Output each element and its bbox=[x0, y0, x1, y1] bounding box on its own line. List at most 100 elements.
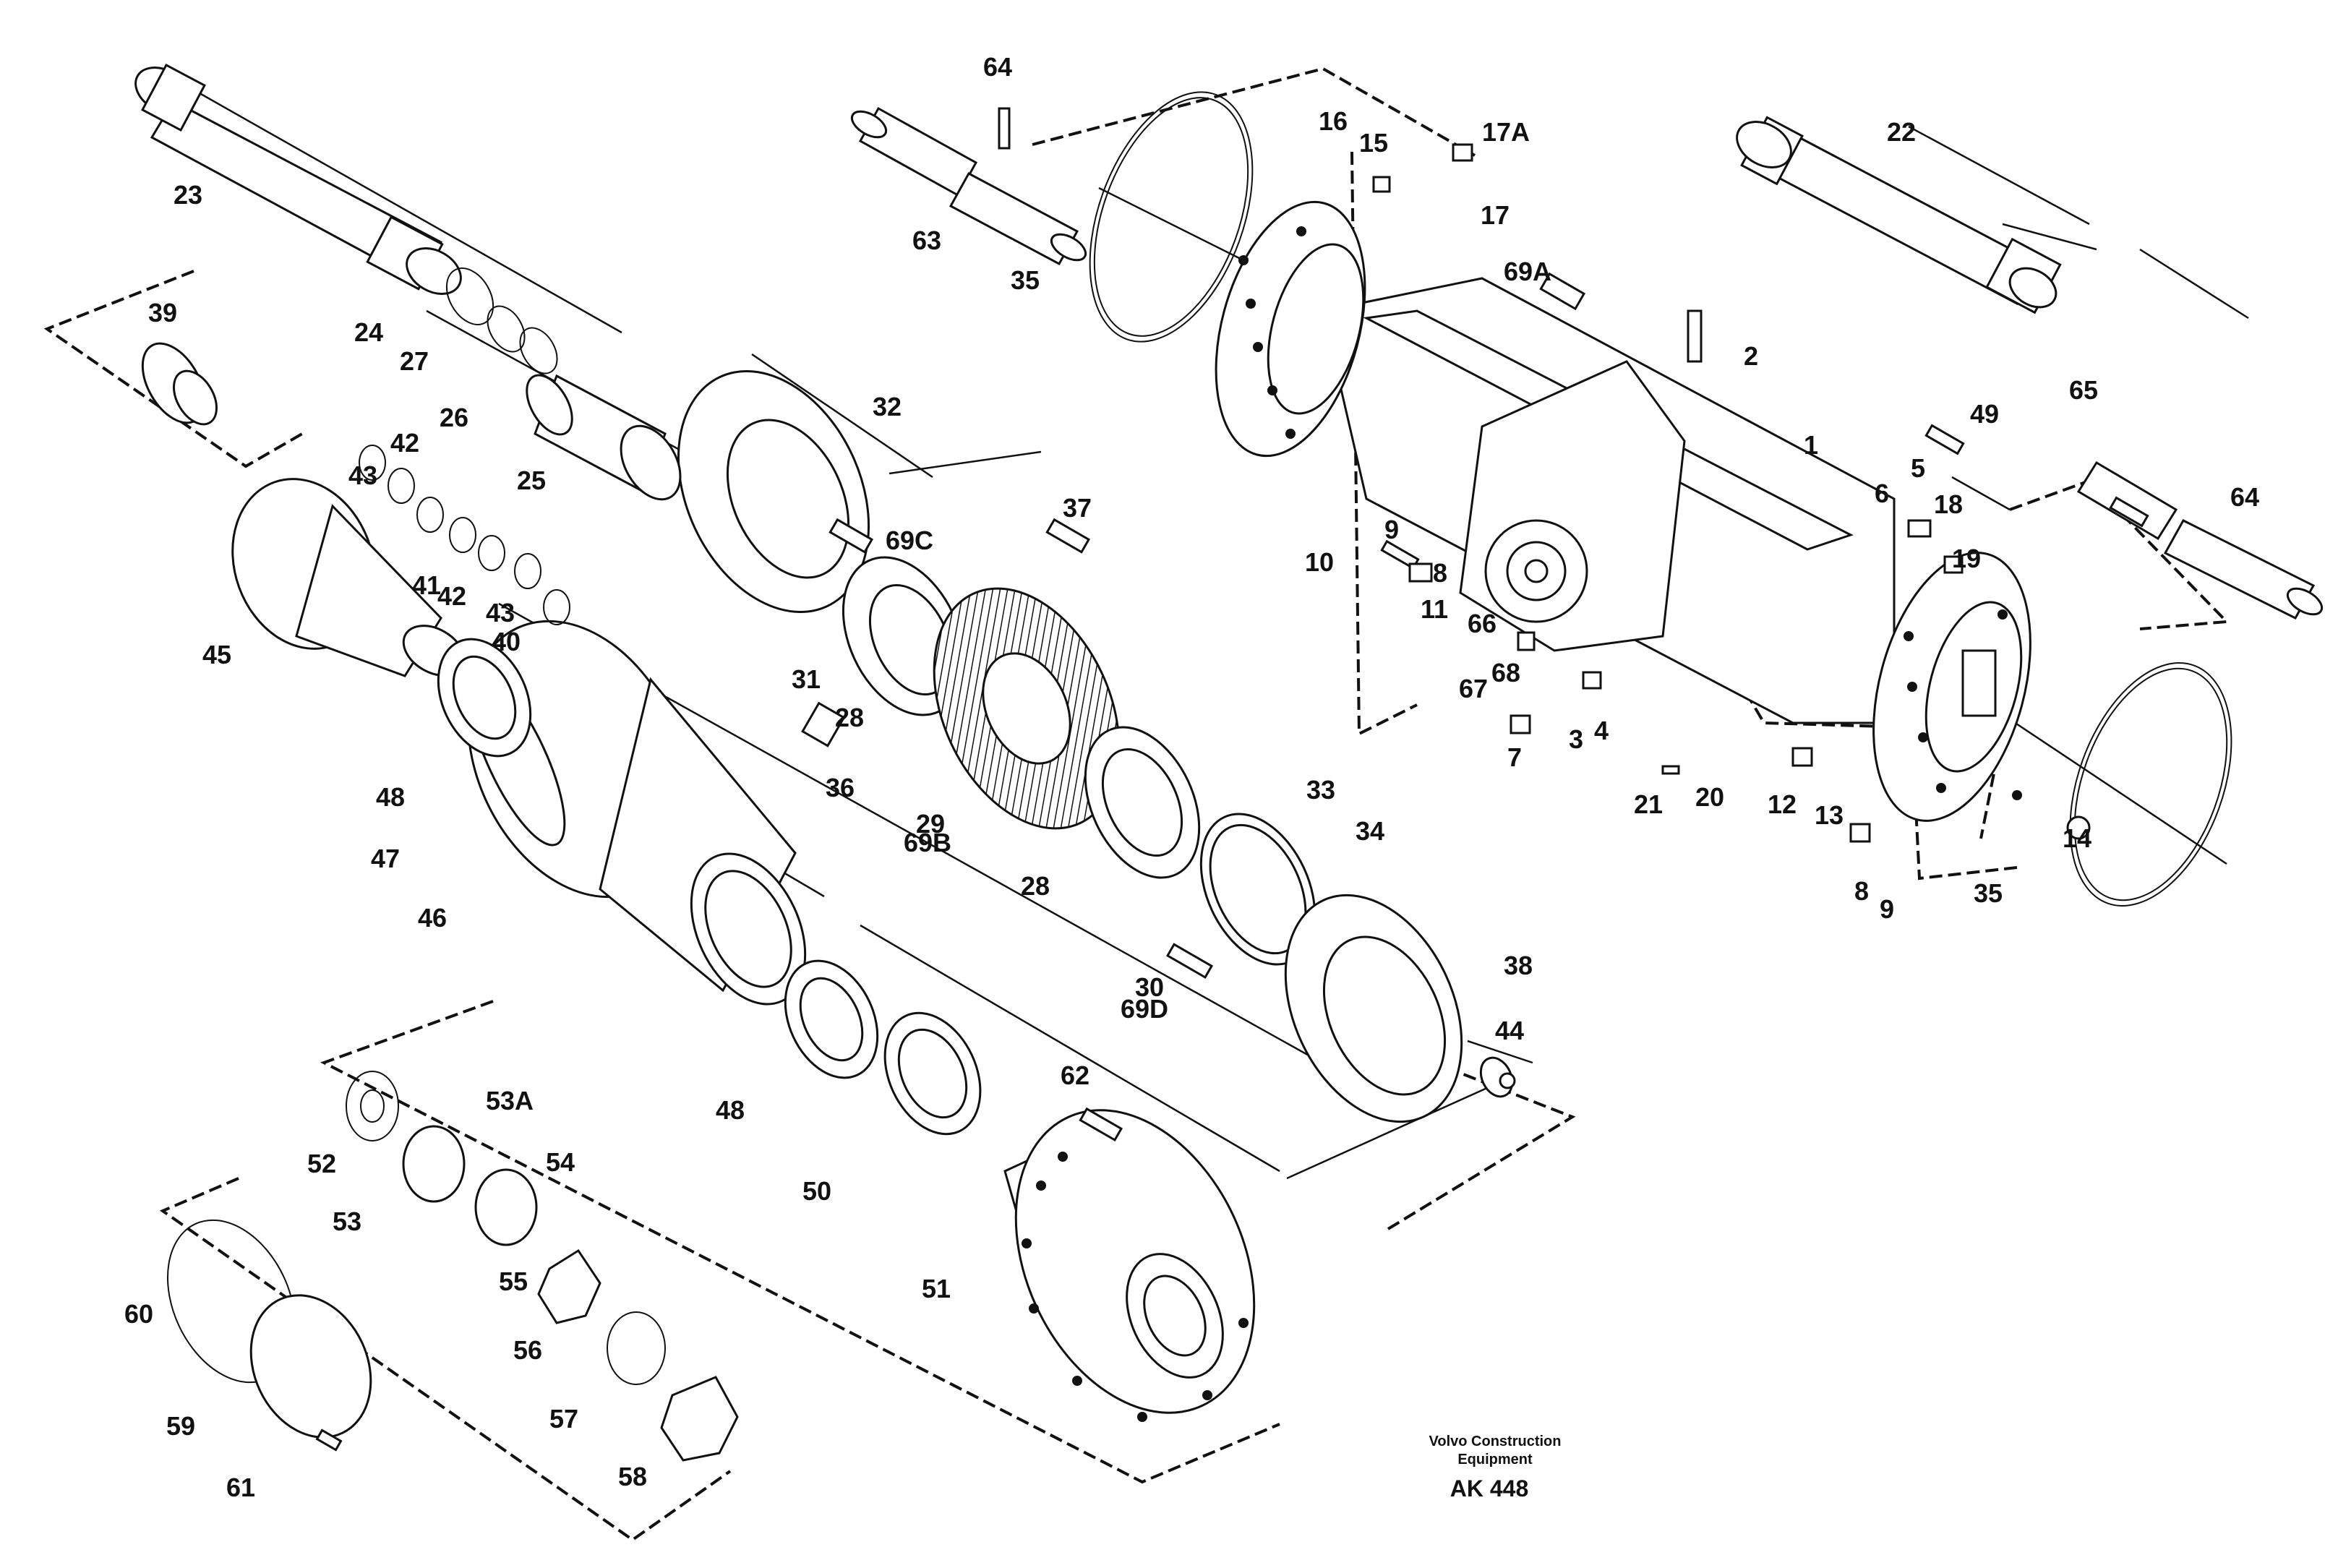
part-label: 46 bbox=[418, 903, 447, 933]
part-label: 35 bbox=[1011, 265, 1040, 295]
part-label: 53A bbox=[486, 1086, 534, 1115]
pin-63 bbox=[2076, 460, 2324, 620]
part-label: 47 bbox=[371, 844, 400, 873]
part-label: 29 bbox=[916, 809, 945, 839]
part-label: 24 bbox=[354, 317, 383, 347]
part-label: 2 bbox=[1744, 341, 1758, 371]
bearing-28 bbox=[1084, 726, 1201, 879]
planetary-carrier-45 bbox=[231, 478, 466, 677]
part-label: 16 bbox=[1319, 106, 1348, 136]
part-label: 45 bbox=[202, 640, 231, 669]
part-label: 26 bbox=[440, 403, 468, 432]
part-label: 40 bbox=[492, 627, 521, 656]
part-label: 68 bbox=[1491, 658, 1520, 687]
part-label: 6 bbox=[1875, 479, 1889, 508]
part-label: 4 bbox=[1594, 716, 1609, 745]
part-label: 41 bbox=[412, 570, 441, 600]
part-label: 17A bbox=[1482, 117, 1530, 147]
part-label: 20 bbox=[1695, 782, 1724, 812]
part-label: 69B bbox=[904, 828, 951, 857]
part-label: 5 bbox=[1911, 453, 1925, 483]
part-label: 9 bbox=[1880, 894, 1894, 924]
part-label: 3 bbox=[1569, 724, 1583, 754]
part-label: 43 bbox=[348, 460, 377, 490]
part-label: 27 bbox=[400, 346, 429, 376]
o-ring-35-left bbox=[1089, 91, 1254, 343]
part-label: 53 bbox=[333, 1207, 361, 1236]
part-label: 28 bbox=[1021, 871, 1050, 901]
part-label: 28 bbox=[835, 703, 864, 732]
brake-housing-38 bbox=[1284, 894, 1463, 1123]
part-label: 66 bbox=[1468, 609, 1497, 638]
part-label: 62 bbox=[1061, 1061, 1089, 1090]
company-line1: Volvo Construction bbox=[1429, 1434, 1562, 1449]
part-label: 60 bbox=[124, 1299, 153, 1329]
part-label: 15 bbox=[1359, 128, 1388, 158]
part-label: 13 bbox=[1815, 800, 1844, 830]
part-label: 51 bbox=[922, 1274, 951, 1303]
part-label: 35 bbox=[1974, 878, 2003, 908]
part-label: 50 bbox=[802, 1176, 831, 1206]
bearing-48 bbox=[437, 638, 879, 1079]
part-label: 54 bbox=[546, 1147, 575, 1177]
part-label: 59 bbox=[166, 1411, 195, 1441]
part-labels: 1 2 3 4 5 6 7 8 8 9 9 10 11 12 13 14 15 … bbox=[124, 52, 2259, 1502]
part-label: 48 bbox=[376, 782, 405, 812]
part-label: 36 bbox=[826, 773, 855, 802]
pin-62 bbox=[850, 106, 1087, 266]
part-label: 8 bbox=[1854, 876, 1869, 906]
part-label: 61 bbox=[226, 1473, 255, 1502]
part-label: 34 bbox=[1356, 816, 1384, 846]
part-label: 69D bbox=[1121, 994, 1168, 1024]
part-label: 64 bbox=[983, 52, 1012, 82]
part-label: 56 bbox=[513, 1335, 542, 1365]
part-label: 11 bbox=[1421, 594, 1448, 624]
part-label: 22 bbox=[1887, 117, 1916, 147]
part-label: 30 bbox=[1135, 972, 1164, 1002]
part-label: 69C bbox=[886, 526, 933, 555]
part-label: 32 bbox=[873, 392, 902, 421]
seal-50 bbox=[883, 1011, 982, 1136]
part-label: 19 bbox=[1952, 544, 1981, 573]
part-label: 23 bbox=[174, 180, 202, 210]
part-label: 43 bbox=[486, 598, 515, 627]
axle-shaft-23 bbox=[134, 63, 462, 295]
part-label: 21 bbox=[1634, 789, 1663, 819]
part-label: 63 bbox=[912, 226, 941, 255]
axle-housing bbox=[1215, 200, 2031, 822]
part-label: 1 bbox=[1804, 430, 1818, 460]
part-label: 10 bbox=[1305, 547, 1334, 577]
part-label: 44 bbox=[1495, 1016, 1524, 1045]
nut-parts bbox=[346, 1071, 739, 1462]
o-ring-35-right bbox=[2069, 662, 2232, 907]
brake-piston-32 bbox=[677, 369, 870, 614]
part-label: 38 bbox=[1504, 951, 1533, 980]
part-label: 57 bbox=[549, 1404, 578, 1434]
gear-39 bbox=[141, 342, 218, 426]
part-label: 17 bbox=[1481, 200, 1510, 230]
sun-gear-25 bbox=[526, 374, 682, 501]
part-label: 7 bbox=[1507, 742, 1522, 772]
cover-58-59 bbox=[167, 1219, 372, 1439]
part-label: 55 bbox=[499, 1267, 528, 1296]
ring-33-34 bbox=[1199, 813, 1316, 966]
part-label: 65 bbox=[2069, 375, 2098, 405]
brake-disc-29 bbox=[933, 587, 1121, 830]
part-label: 8 bbox=[1433, 558, 1447, 588]
part-label: 18 bbox=[1934, 489, 1963, 519]
part-label: 42 bbox=[390, 428, 419, 458]
part-label: 25 bbox=[517, 466, 546, 495]
part-label: 52 bbox=[307, 1149, 336, 1178]
washers bbox=[359, 267, 570, 625]
part-label: 42 bbox=[437, 581, 466, 611]
part-label: 31 bbox=[792, 664, 821, 694]
part-label: 49 bbox=[1970, 399, 1999, 429]
plug-44 bbox=[1479, 1056, 1516, 1098]
footer: Volvo Construction Equipment AK 448 bbox=[1429, 1434, 1562, 1501]
part-label: 33 bbox=[1306, 775, 1335, 805]
part-label: 12 bbox=[1768, 789, 1797, 819]
part-label: 69A bbox=[1504, 257, 1551, 286]
part-label: 14 bbox=[2063, 823, 2091, 853]
part-label: 64 bbox=[2230, 482, 2259, 512]
